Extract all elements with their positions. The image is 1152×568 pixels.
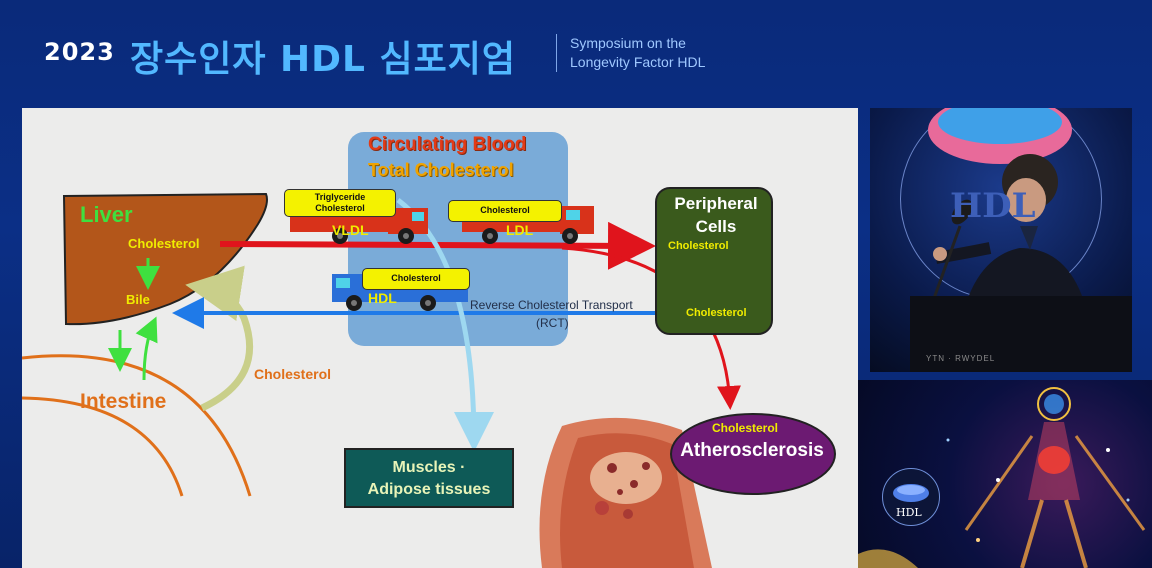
vldl-truck	[290, 208, 428, 244]
muscles-adipose-box: Muscles · Adipose tissues	[344, 448, 514, 508]
liver-cholesterol-label: Cholesterol	[128, 236, 200, 251]
intestine-cholesterol-arrow	[185, 265, 254, 412]
atherosclerosis-label: Atherosclerosis	[680, 440, 824, 461]
intestine-cholesterol-label: Cholesterol	[254, 366, 332, 382]
hdl-badge-graphic	[893, 484, 929, 502]
hdl-label: HDL	[368, 290, 397, 306]
total-cholesterol-label: Total Cholesterol	[368, 160, 514, 180]
english-title: Symposium on the Longevity Factor HDL	[570, 34, 705, 72]
podium	[910, 296, 1132, 372]
english-title-line2: Longevity Factor HDL	[570, 54, 706, 70]
circulating-blood-box	[348, 132, 568, 346]
presentation-slide: Circulating Blood Total Cholesterol Live…	[22, 108, 858, 568]
ldl-label: LDL	[506, 222, 534, 238]
speaker-video-feed: HDL YTN · RWYDEL	[870, 108, 1132, 372]
intestine-outer-arc	[22, 354, 252, 497]
ldl-cargo: Cholesterol	[448, 200, 562, 222]
backdrop-hdl-text: HDL	[950, 186, 1036, 226]
peripheral-cells-label: Peripheral Cells	[668, 192, 764, 238]
bile-label: Bile	[126, 292, 150, 307]
vldl-cargo: Triglyceride Cholesterol	[284, 189, 396, 217]
vldl-label: VLDL	[332, 222, 369, 238]
athero-cholesterol-label: Cholesterol	[712, 421, 779, 435]
rct-abbr: (RCT)	[536, 316, 569, 330]
year-label: 2023	[44, 38, 115, 66]
peripheral-cells-box	[655, 187, 773, 335]
intestine-inner-arc	[22, 396, 184, 497]
peripheral-line1: Peripheral	[674, 194, 758, 213]
peripheral-cholesterol-bottom: Cholesterol	[686, 307, 747, 319]
hdl-badge-text: HDL	[896, 506, 922, 519]
korean-title: 장수인자 HDL 심포지엄	[130, 39, 516, 80]
vldl-cargo-line2: Cholesterol	[315, 203, 365, 213]
header-divider	[556, 34, 557, 72]
hdl-cargo: Cholesterol	[362, 268, 470, 290]
human-figure-art	[858, 387, 1146, 568]
podium-logos: YTN · RWYDEL	[926, 354, 996, 363]
slide-diagram-graphics	[22, 187, 773, 568]
intestine-label: Intestine	[80, 390, 167, 413]
circulating-blood-title: Circulating Blood	[368, 134, 527, 155]
muscles-line1: Muscles ·	[392, 459, 466, 476]
artery-illustration	[539, 417, 712, 568]
english-title-line1: Symposium on the	[570, 35, 686, 51]
vldl-cargo-line1: Triglyceride	[314, 192, 366, 202]
peripheral-cholesterol-top: Cholesterol	[668, 240, 729, 252]
muscles-line2: Adipose tissues	[367, 481, 491, 498]
liver-to-peripheral-arrow	[219, 221, 656, 270]
rct-label: Reverse Cholesterol Transport	[470, 298, 633, 312]
page-header: 2023 장수인자 HDL 심포지엄 Symposium on the Long…	[0, 0, 1152, 100]
atherosclerosis-bubble	[670, 413, 836, 495]
peripheral-line2: Cells	[695, 217, 737, 236]
liver-label: Liver	[80, 202, 133, 227]
intestine-to-liver-arrow	[135, 316, 158, 381]
hdl-badge-logo	[882, 468, 940, 526]
